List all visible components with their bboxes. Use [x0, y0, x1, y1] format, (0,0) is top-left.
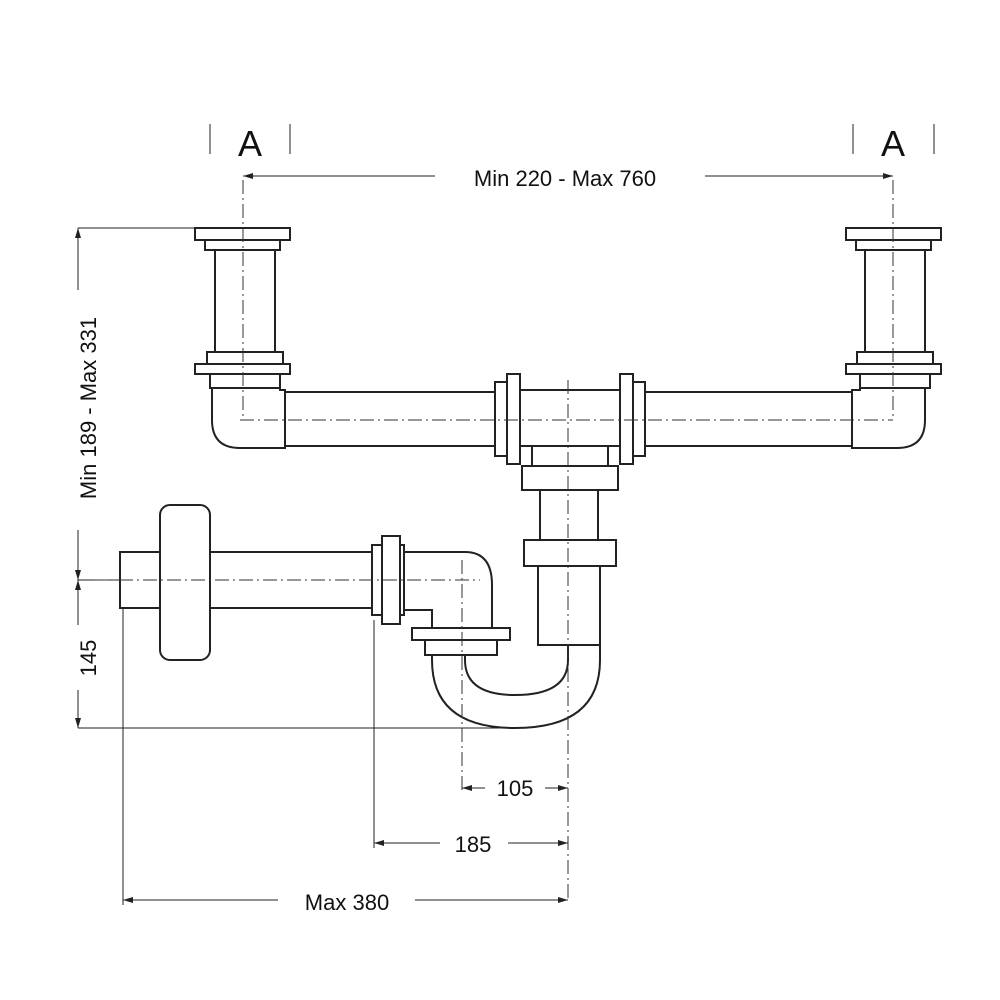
nut-offset-label: 185: [455, 832, 492, 857]
outlet-height-label: 145: [76, 640, 101, 677]
max-projection-label: Max 380: [305, 890, 389, 915]
section-label-a-right: A: [881, 123, 905, 164]
dimension-height: Min 189 - Max 331 145: [75, 227, 500, 729]
section-mark-right: A: [852, 123, 935, 164]
trap: [95, 380, 617, 900]
dimension-185: 185: [373, 620, 568, 857]
height-range-label: Min 189 - Max 331: [76, 317, 101, 499]
right-inlet: [845, 180, 942, 449]
section-label-a-left: A: [238, 123, 262, 164]
horizontal-connector: [240, 373, 893, 491]
dimension-width: Min 220 - Max 760: [243, 166, 893, 191]
width-range-label: Min 220 - Max 760: [474, 166, 656, 191]
trap-offset-label: 105: [497, 776, 534, 801]
dimension-105: 105: [462, 776, 568, 801]
dimension-max-380: Max 380: [122, 608, 568, 915]
left-inlet: [194, 180, 291, 449]
section-mark-left: A: [209, 123, 291, 164]
